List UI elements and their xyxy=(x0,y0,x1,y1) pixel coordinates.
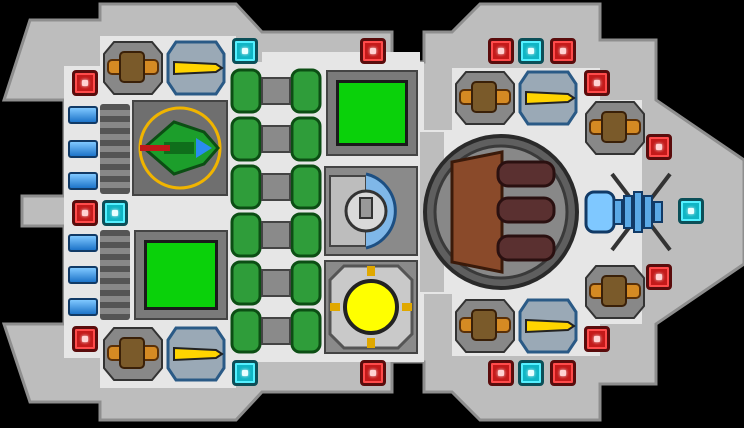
green-fighter-icon xyxy=(138,106,222,190)
cyan-port[interactable] xyxy=(518,360,544,386)
ion-engine[interactable] xyxy=(582,170,674,254)
laser-turret-bottom-right[interactable] xyxy=(518,298,578,354)
laser-turret-icon xyxy=(166,40,226,96)
thruster-vent xyxy=(68,140,98,158)
laser-turret-icon xyxy=(518,70,578,126)
cyan-port[interactable] xyxy=(232,38,258,64)
cannon-turret-bottom-right[interactable] xyxy=(454,298,516,354)
cyan-port[interactable] xyxy=(102,200,128,226)
red-port[interactable] xyxy=(72,326,98,352)
thruster-vent xyxy=(68,234,98,252)
red-port[interactable] xyxy=(584,70,610,96)
cannon-turret-icon xyxy=(455,299,515,353)
red-port[interactable] xyxy=(550,360,576,386)
laser-turret-bottom-left[interactable] xyxy=(166,326,226,382)
red-port[interactable] xyxy=(646,134,672,160)
cyan-port[interactable] xyxy=(678,198,704,224)
reactor-icon xyxy=(328,264,414,350)
cyan-port[interactable] xyxy=(232,360,258,386)
cargo-barrels-icon xyxy=(423,134,579,290)
cannon-turret-bottom-left[interactable] xyxy=(102,326,164,382)
shield-generator[interactable] xyxy=(324,166,418,256)
thruster-vent xyxy=(68,172,98,190)
red-port[interactable] xyxy=(360,38,386,64)
green-screen-icon xyxy=(336,80,408,146)
cannon-turret-right-lower[interactable] xyxy=(584,264,646,320)
thruster-vent xyxy=(68,266,98,284)
red-port[interactable] xyxy=(646,264,672,290)
thruster-bank-top xyxy=(66,104,132,194)
cyan-port[interactable] xyxy=(518,38,544,64)
cannon-turret-top-left[interactable] xyxy=(102,40,164,96)
red-port[interactable] xyxy=(550,38,576,64)
laser-turret-top-left[interactable] xyxy=(166,40,226,96)
thruster-vent xyxy=(68,298,98,316)
laser-turret-top-right[interactable] xyxy=(518,70,578,126)
fuel-tanks[interactable] xyxy=(230,68,322,354)
green-tank-icon xyxy=(230,68,322,354)
laser-turret-icon xyxy=(518,298,578,354)
cannon-turret-icon xyxy=(103,327,163,381)
cockpit[interactable] xyxy=(132,100,228,196)
red-port[interactable] xyxy=(72,70,98,96)
thruster-bank-bottom xyxy=(66,230,132,320)
ion-engine-icon xyxy=(584,172,672,252)
red-port[interactable] xyxy=(360,360,386,386)
cannon-turret-icon xyxy=(455,71,515,125)
control-screen-left[interactable] xyxy=(134,230,228,320)
cannon-turret-right-upper[interactable] xyxy=(584,100,646,156)
thruster-vent xyxy=(68,106,98,124)
cannon-turret-icon xyxy=(103,41,163,95)
red-port[interactable] xyxy=(488,360,514,386)
red-port[interactable] xyxy=(488,38,514,64)
shield-dome-icon xyxy=(329,172,397,250)
cannon-turret-top-right[interactable] xyxy=(454,70,516,126)
cannon-turret-icon xyxy=(585,101,645,155)
red-port[interactable] xyxy=(584,326,610,352)
cargo-bay[interactable] xyxy=(422,132,580,292)
laser-turret-icon xyxy=(166,326,226,382)
green-screen-icon xyxy=(144,240,218,310)
reactor-core[interactable] xyxy=(324,260,418,354)
cannon-turret-icon xyxy=(585,265,645,319)
red-port[interactable] xyxy=(72,200,98,226)
control-screen-top[interactable] xyxy=(326,70,418,156)
